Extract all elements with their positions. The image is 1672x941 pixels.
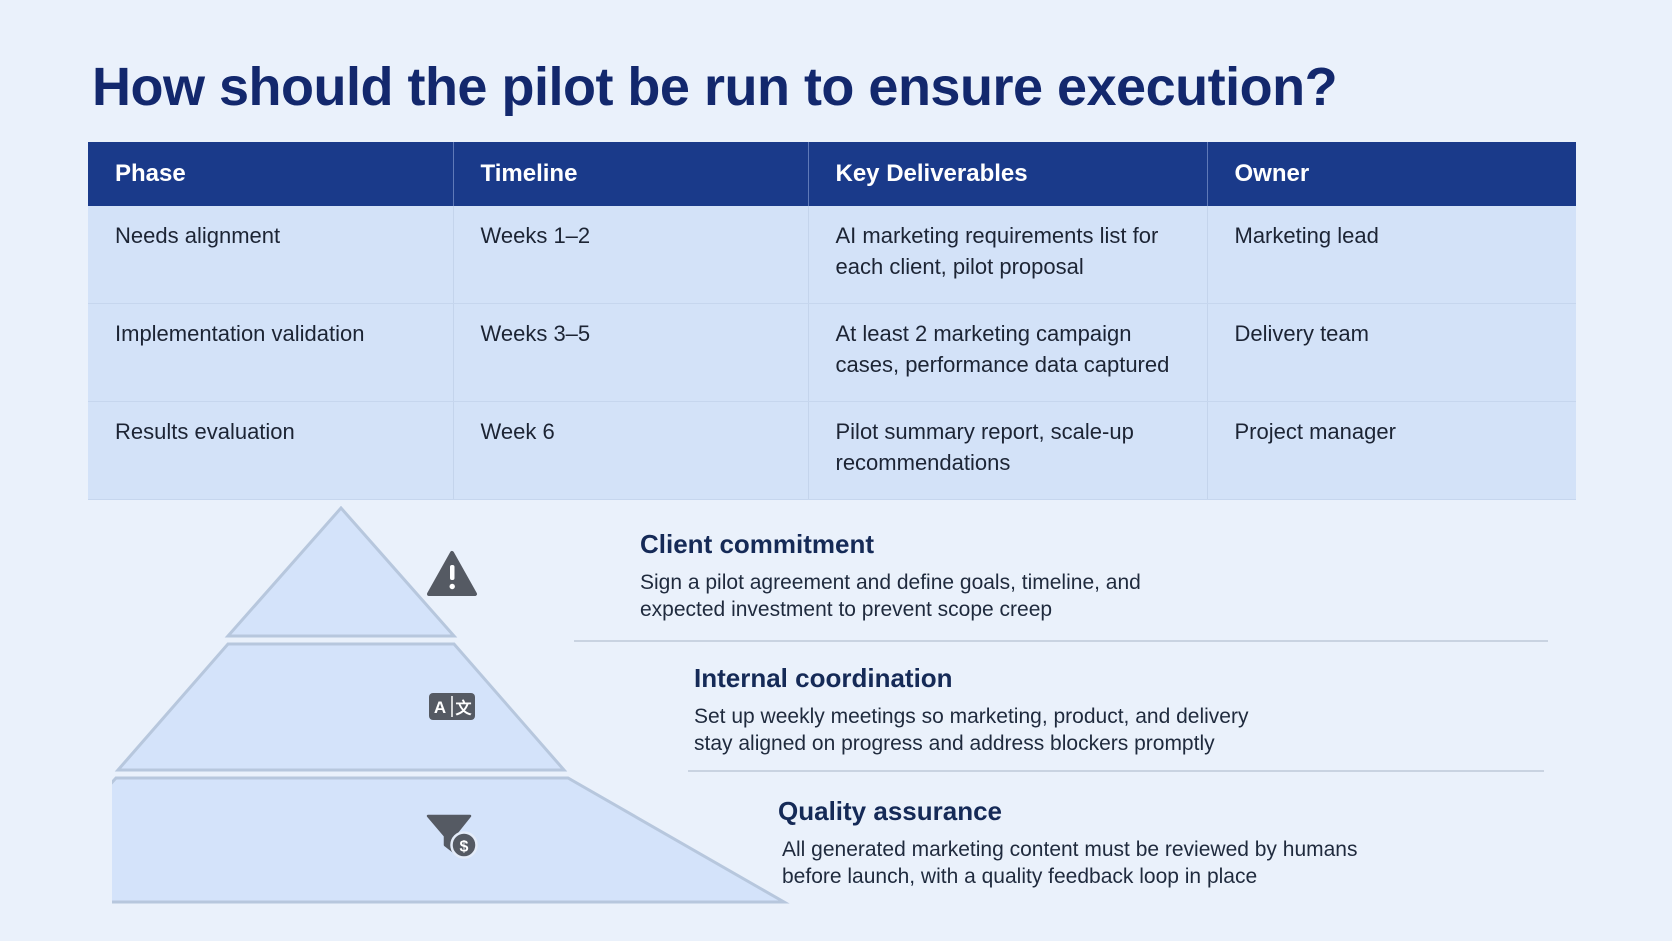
cell-owner: Delivery team	[1207, 303, 1576, 402]
translate-icon: A 文	[429, 693, 475, 720]
cell-phase: Implementation validation	[88, 303, 454, 402]
cell-phase: Results evaluation	[88, 401, 454, 500]
pyramid-tier-top	[224, 506, 458, 638]
table-row: Results evaluation Week 6 Pilot summary …	[88, 401, 1576, 500]
table-row: Implementation validation Weeks 3–5 At l…	[88, 303, 1576, 402]
tier-description: Sign a pilot agreement and define goals,…	[640, 571, 1141, 621]
tier-quality-assurance: Quality assurance All generated marketin…	[778, 796, 1362, 890]
tier-internal-coordination: Internal coordination Set up weekly meet…	[694, 663, 1284, 757]
column-header-deliverables: Key Deliverables	[808, 142, 1208, 206]
tier-description: Set up weekly meetings so marketing, pro…	[694, 705, 1249, 755]
dollar-sign: $	[460, 839, 469, 856]
tier-description: All generated marketing content must be …	[782, 838, 1358, 888]
cell-timeline: Weeks 3–5	[453, 303, 809, 402]
divider	[574, 640, 1548, 642]
pilot-plan-table: Phase Timeline Key Deliverables Owner Ne…	[88, 142, 1576, 500]
cell-owner: Marketing lead	[1207, 206, 1576, 304]
cell-owner: Project manager	[1207, 401, 1576, 500]
table-row: Needs alignment Weeks 1–2 AI marketing r…	[88, 206, 1576, 304]
cell-deliverables: At least 2 marketing campaign cases, per…	[808, 303, 1208, 402]
cell-phase: Needs alignment	[88, 206, 454, 304]
divider	[688, 770, 1544, 772]
warning-icon	[427, 551, 477, 596]
column-header-owner: Owner	[1207, 142, 1576, 206]
cell-timeline: Week 6	[453, 401, 809, 500]
translate-icon-character: 文	[455, 699, 472, 718]
tier-title: Client commitment	[640, 529, 875, 559]
cell-timeline: Weeks 1–2	[453, 206, 809, 304]
translate-icon-letter: A	[434, 698, 446, 717]
cell-deliverables: AI marketing requirements list for each …	[808, 206, 1208, 304]
table-header-row: Phase Timeline Key Deliverables Owner	[88, 142, 1576, 206]
pyramid-tier-middle	[114, 642, 568, 772]
page-title: How should the pilot be run to ensure ex…	[92, 57, 1338, 117]
tier-client-commitment: Client commitment Sign a pilot agreement…	[640, 529, 1180, 623]
tier-title: Quality assurance	[778, 796, 1002, 826]
tier-title: Internal coordination	[694, 663, 953, 693]
column-header-phase: Phase	[88, 142, 454, 206]
funnel-dollar-icon: $	[426, 814, 478, 859]
column-header-timeline: Timeline	[453, 142, 809, 206]
cell-deliverables: Pilot summary report, scale-up recommend…	[808, 401, 1208, 500]
